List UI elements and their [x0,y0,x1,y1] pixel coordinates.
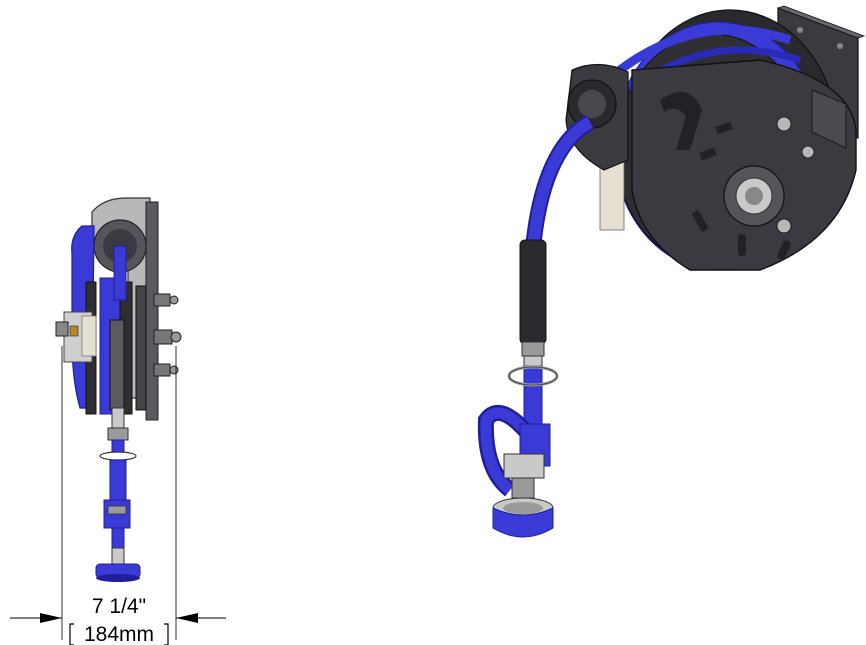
hose-reel-isometric-view-icon [477,5,866,538]
arrow-left-icon [176,613,198,623]
width-dimension: 7 1/4" 184mm [10,346,226,645]
arrow-right-icon [40,613,62,623]
dimension-imperial-label: 7 1/4" [92,595,146,618]
hose-reel-side-view-icon [55,197,182,582]
dimension-metric-label: 184mm [84,623,154,645]
